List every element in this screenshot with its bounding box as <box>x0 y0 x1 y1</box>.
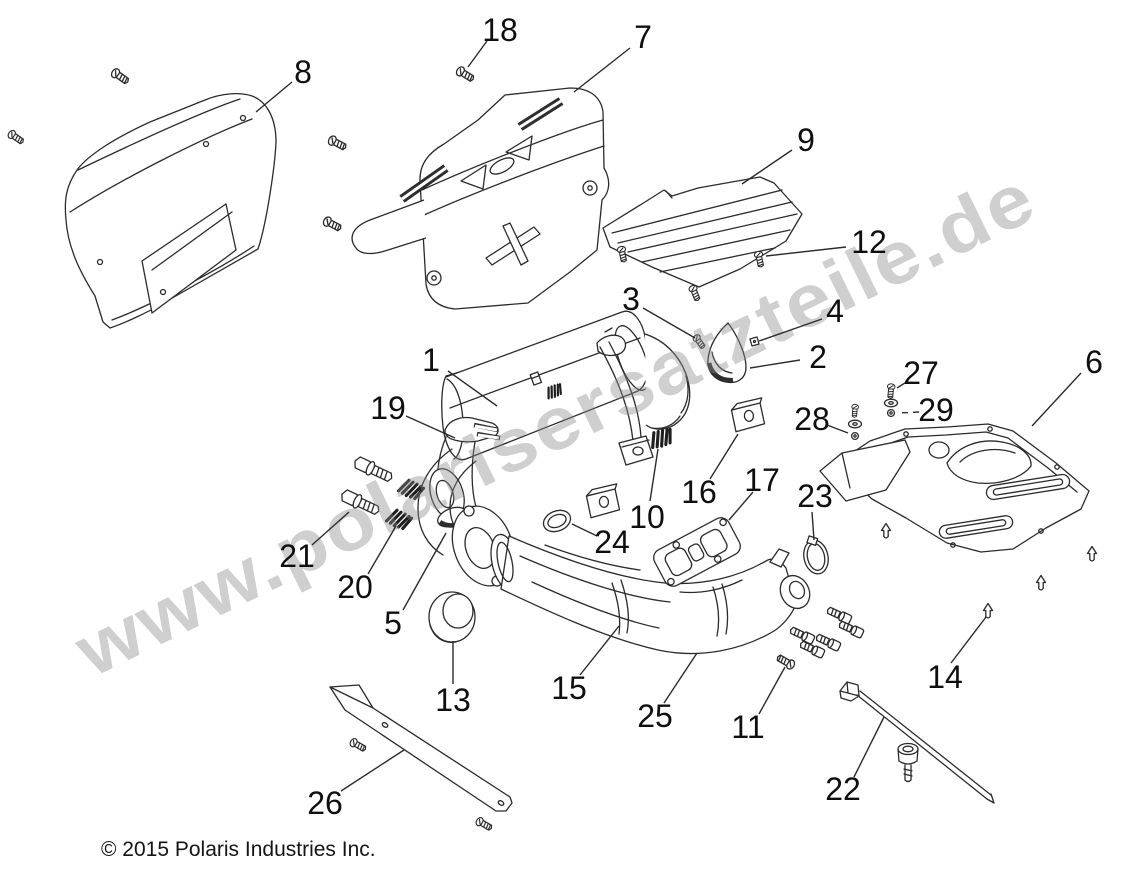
callout-7: 7 <box>634 19 652 55</box>
callout-6: 6 <box>1085 344 1103 380</box>
leader-line-25 <box>663 652 698 704</box>
part-8-side-panel <box>64 93 277 329</box>
callout-3: 3 <box>622 281 640 317</box>
callout-21: 21 <box>279 538 315 574</box>
part-26-support-bracket <box>329 684 513 812</box>
part-17-manifold-gasket <box>653 517 741 587</box>
callout-5: 5 <box>384 605 402 641</box>
leader-line-28 <box>826 424 849 434</box>
leader-line-9 <box>741 149 793 185</box>
callout-1: 1 <box>422 342 440 378</box>
callout-4: 4 <box>826 293 844 329</box>
callout-24: 24 <box>594 524 630 560</box>
leader-line-20 <box>367 525 397 575</box>
callout-11: 11 <box>731 709 764 745</box>
leader-line-23 <box>811 511 815 541</box>
leader-line-16 <box>709 433 739 480</box>
part-23-clamp <box>803 535 829 575</box>
part-10-spring <box>647 426 676 450</box>
callout-25: 25 <box>637 698 673 734</box>
callout-26: 26 <box>307 785 343 821</box>
part-15-25-exhaust-pipe <box>490 533 811 655</box>
leader-line-12 <box>765 246 847 257</box>
screw-icon <box>109 66 132 87</box>
callout-23: 23 <box>797 478 833 514</box>
callout-2: 2 <box>809 339 827 375</box>
part-9-corrugated-shield <box>602 176 803 288</box>
leader-line-6 <box>1031 372 1082 427</box>
callout-28: 28 <box>794 401 830 437</box>
copyright-text: © 2015 Polaris Industries Inc. <box>101 838 376 861</box>
part-18-screw <box>454 64 477 85</box>
leader-line-22 <box>853 716 885 778</box>
leader-line-8 <box>255 81 293 113</box>
callout-14: 14 <box>927 659 963 695</box>
part-19-hanger-bracket <box>429 416 501 528</box>
callout-20: 20 <box>337 569 373 605</box>
callout-15: 15 <box>551 670 587 706</box>
leader-line-5 <box>402 532 447 611</box>
fastener-27 <box>883 383 899 408</box>
screw-icon <box>326 134 349 153</box>
part-6-skid-plate <box>819 423 1090 553</box>
leader-line-7 <box>573 47 631 93</box>
leader-line-1 <box>447 370 498 407</box>
callout-13: 13 <box>435 682 471 718</box>
screw-icon <box>6 128 26 147</box>
leader-line-27 <box>896 380 909 389</box>
part-13-grommet <box>428 591 476 644</box>
leader-line-24 <box>571 523 598 537</box>
leader-line-10 <box>649 448 659 502</box>
fastener-29 <box>886 408 896 418</box>
leader-line-17 <box>728 491 754 521</box>
leader-line-29 <box>898 411 920 414</box>
part-4-retainer-clip <box>749 336 760 347</box>
part-11-screw <box>774 652 797 672</box>
leader-line-4 <box>758 318 823 342</box>
fastener-28 <box>847 403 863 441</box>
leader-line-14 <box>950 616 987 664</box>
screw-icon <box>321 215 344 234</box>
part-24-seal <box>542 509 572 533</box>
callout-27: 27 <box>903 355 939 391</box>
callout-22: 22 <box>825 771 861 807</box>
part-7-heat-shield <box>351 87 610 310</box>
callout-12: 12 <box>851 224 887 260</box>
callout-10: 10 <box>629 499 665 535</box>
leader-line-19 <box>405 415 456 439</box>
callout-19: 19 <box>370 390 406 426</box>
leader-line-21 <box>311 511 350 546</box>
callout-9: 9 <box>797 122 815 158</box>
leader-line-3 <box>642 307 696 339</box>
screw-icon <box>474 815 495 833</box>
leader-line-18 <box>467 40 488 68</box>
part-22-cable-tie <box>839 681 995 804</box>
screw-icon <box>348 736 369 754</box>
leader-line-11 <box>758 666 786 715</box>
leader-line-2 <box>749 359 801 369</box>
bolt-cluster <box>788 604 865 660</box>
leader-line-15 <box>579 625 620 676</box>
part-2-outlet-deflector <box>706 322 747 384</box>
part-16-rubber-mount <box>730 397 766 433</box>
rubber-mount <box>585 483 621 519</box>
callout-29: 29 <box>918 392 954 428</box>
callout-17: 17 <box>744 462 780 498</box>
callout-18: 18 <box>482 12 518 48</box>
callout-16: 16 <box>681 474 717 510</box>
leader-line-26 <box>340 749 405 792</box>
callout-8: 8 <box>294 54 312 90</box>
